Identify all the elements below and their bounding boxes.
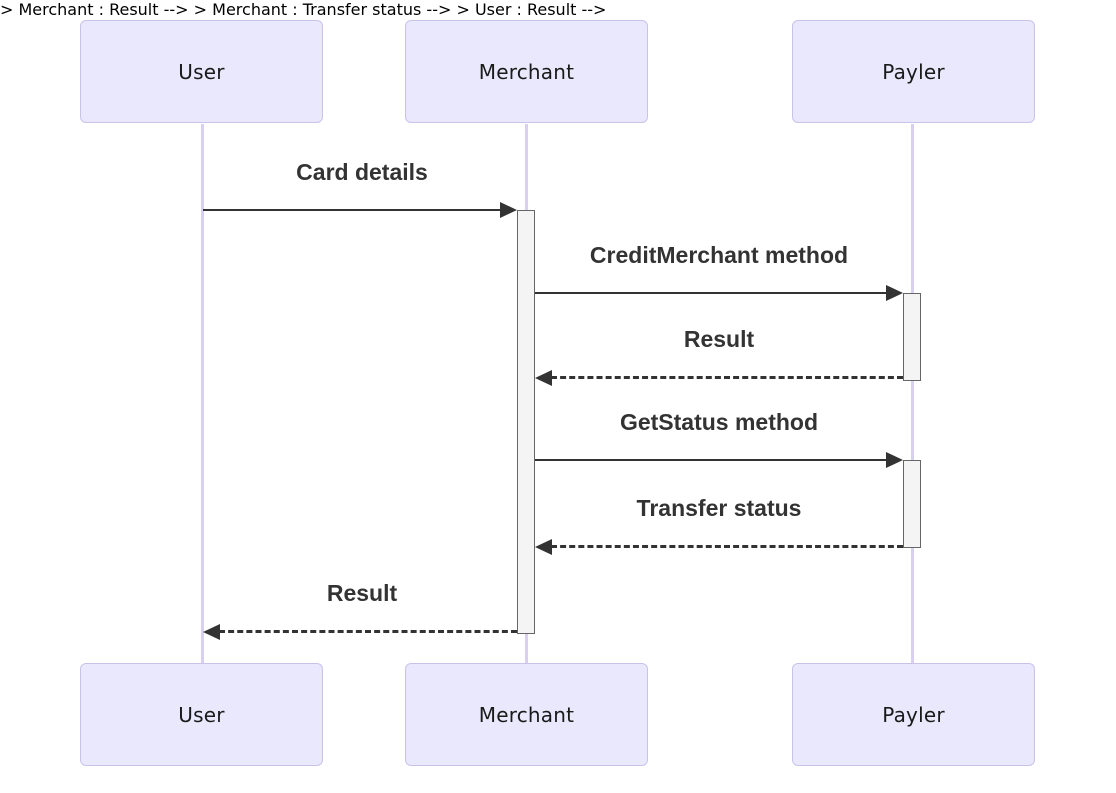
message-label: Card details (296, 159, 428, 185)
activation-bar-payler-1 (903, 293, 921, 381)
actor-label-payler: Payler (882, 702, 945, 727)
lifeline-payler (911, 124, 914, 664)
arrowhead-right-icon (886, 285, 903, 301)
message-line-solid (203, 209, 503, 211)
actor-box-user-bottom: User (80, 663, 323, 766)
arrowhead-right-icon (886, 452, 903, 468)
activation-bar-merchant (517, 210, 535, 634)
activation-bar-payler-2 (903, 460, 921, 548)
actor-box-merchant-bottom: Merchant (405, 663, 648, 766)
message-line-dashed (219, 630, 517, 633)
actor-label-payler: Payler (882, 59, 945, 84)
actor-label-user: User (178, 702, 225, 727)
arrowhead-left-icon (535, 539, 552, 555)
message-label: Result (683, 326, 755, 352)
message-label: Result (326, 580, 398, 606)
message-line-solid (535, 292, 889, 294)
message-label: CreditMerchant method (589, 242, 849, 268)
actor-label-user: User (178, 59, 225, 84)
actor-box-payler-bottom: Payler (792, 663, 1035, 766)
actor-label-merchant: Merchant (478, 59, 575, 84)
actor-box-payler-top: Payler (792, 20, 1035, 123)
actor-box-merchant-top: Merchant (405, 20, 648, 123)
arrowhead-left-icon (535, 370, 552, 386)
message-line-dashed (551, 376, 903, 379)
arrowhead-right-icon (500, 202, 517, 218)
lifeline-user (201, 124, 204, 664)
message-label: Transfer status (636, 495, 802, 521)
actor-label-merchant: Merchant (478, 702, 575, 727)
message-label: GetStatus method (619, 409, 819, 435)
arrowhead-left-icon (203, 624, 220, 640)
message-line-dashed (551, 545, 903, 548)
actor-box-user-top: User (80, 20, 323, 123)
message-line-solid (535, 459, 889, 461)
